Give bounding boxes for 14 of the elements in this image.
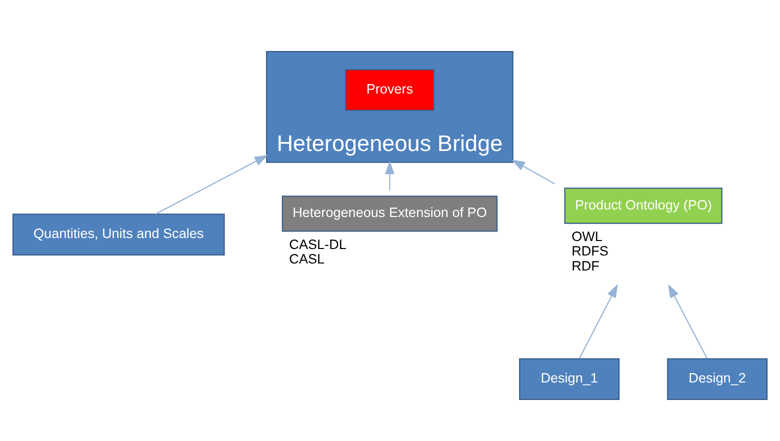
node-label: RDF (572, 258, 600, 273)
arrow (578, 284, 618, 358)
node-label: CASL-DL (289, 236, 346, 252)
arrow (511, 159, 556, 184)
node-box: Design_1 (519, 358, 620, 400)
node-box: Design_2 (667, 358, 768, 400)
node-label: OWL (572, 228, 602, 244)
node-label: RDFS (572, 243, 608, 258)
node-label: CASL (289, 250, 325, 266)
node-box: Provers (345, 68, 434, 110)
arrow (668, 284, 708, 358)
arrow (155, 154, 268, 214)
node-box: Quantities, Units and Scales (12, 213, 225, 255)
arrow (384, 160, 394, 190)
